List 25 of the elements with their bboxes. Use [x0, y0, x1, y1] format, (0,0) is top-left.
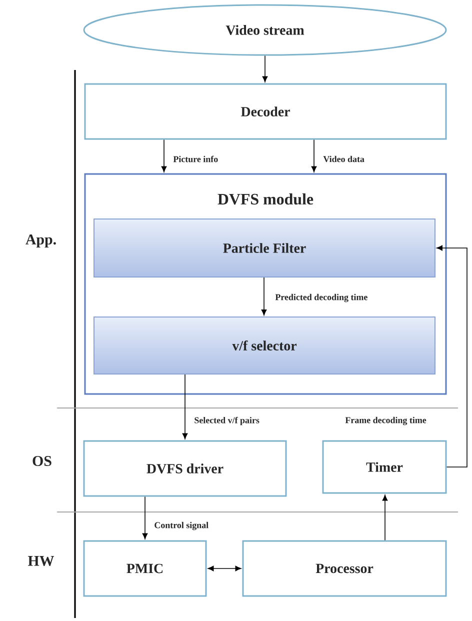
arrow [382, 494, 388, 541]
process-box: Timer [322, 440, 447, 494]
arrow [262, 55, 268, 82]
layer-label: App. [26, 234, 56, 248]
arrow [311, 139, 317, 172]
arrow [142, 496, 148, 540]
arrow [436, 245, 468, 468]
process-box: Decoder [84, 83, 447, 140]
edge-label: Frame decoding time [344, 416, 428, 426]
arrow [161, 139, 167, 172]
edge-label: Selected v/f pairs [193, 416, 260, 426]
process-box: Processor [242, 540, 447, 597]
process-box: v/f selector [94, 316, 436, 374]
layer-label: OS [32, 456, 52, 466]
edge-label: Control signal [153, 520, 210, 532]
edge-label: Picture info [172, 154, 220, 164]
process-box: Particle Filter [94, 218, 436, 278]
arrow [182, 374, 188, 440]
edge-label: Video data [322, 154, 366, 164]
layer-label: HW [28, 556, 54, 566]
arrow [208, 566, 242, 572]
process-box: PMIC [83, 540, 207, 597]
process-box: DVFS driver [83, 440, 287, 497]
edge-label: Predicted decoding time [274, 292, 369, 304]
arrow [261, 277, 267, 316]
